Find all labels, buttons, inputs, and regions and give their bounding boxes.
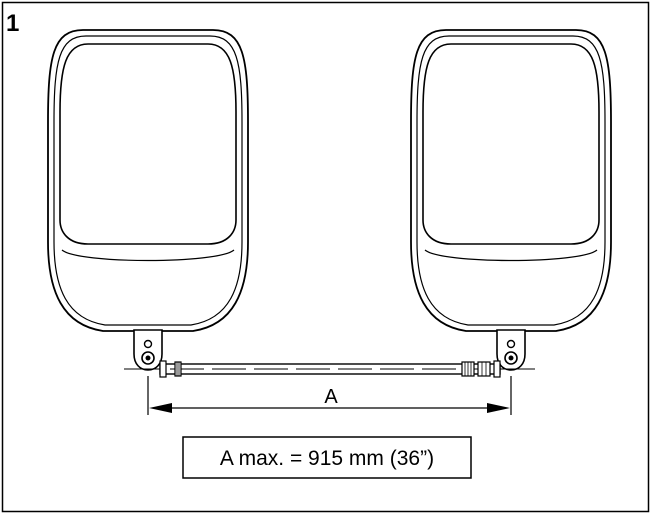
figure-number: 1 [6,10,19,37]
max-note-box [182,436,472,479]
connecting-rod [124,360,535,378]
max-note-text: A max. = 915 mm (36”) [220,447,434,470]
right-bracket [496,329,526,371]
dimension-line [149,403,510,413]
right-cover [410,29,612,332]
left-bracket [133,329,163,371]
left-unit [47,29,249,371]
right-unit [410,29,612,371]
dimension-label: A [324,386,338,408]
left-cover [47,29,249,332]
